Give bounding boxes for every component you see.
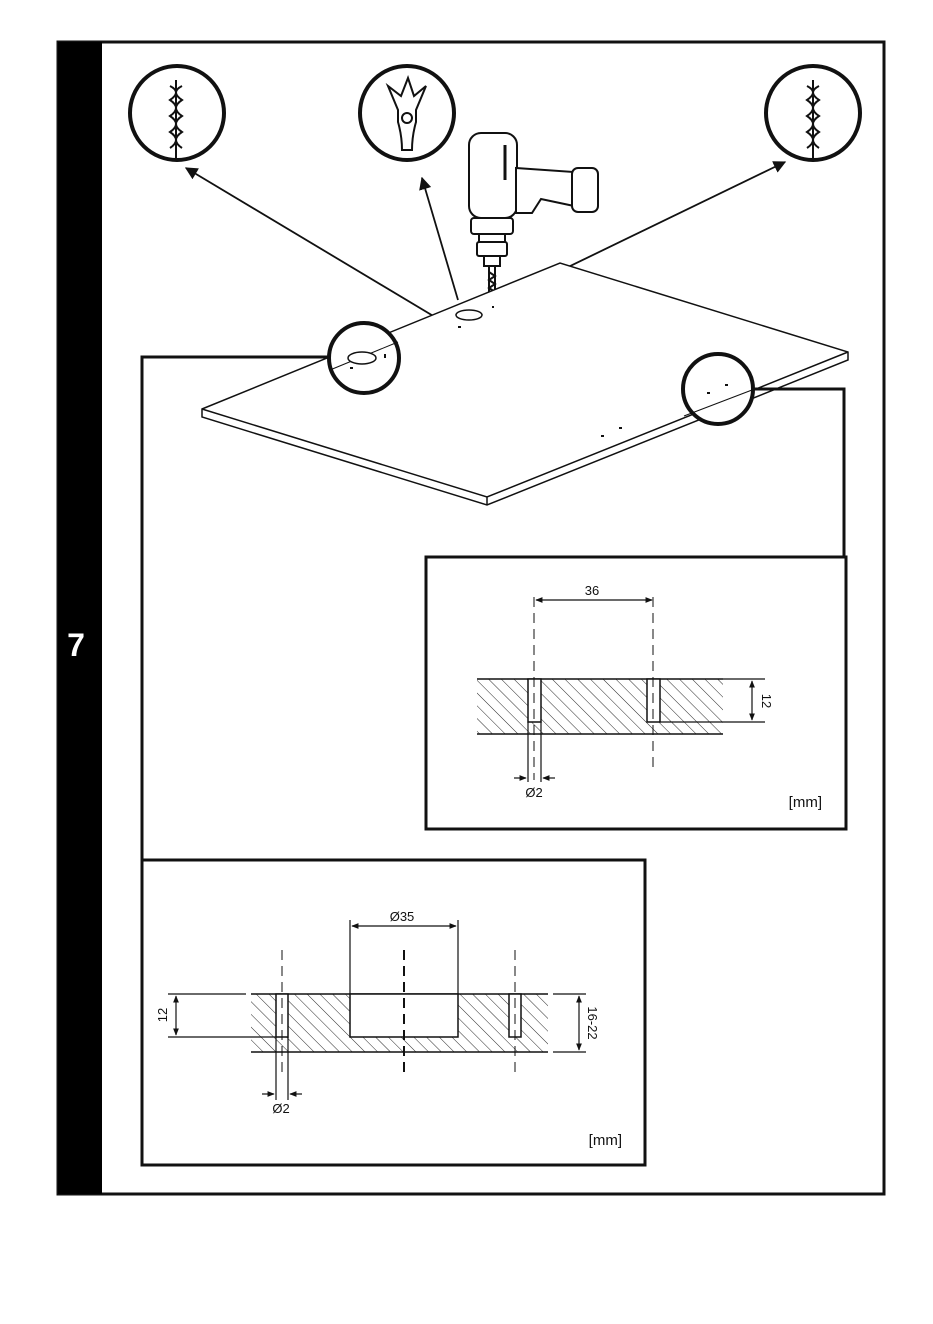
magnifier-left	[329, 323, 399, 393]
drill-bit-icon	[766, 66, 860, 160]
unit-label: [mm]	[589, 1132, 622, 1149]
detail-box-bottom: Ø35 12 16-22 Ø2 [mm]	[142, 860, 645, 1165]
dim-hole-diameter: Ø35	[390, 909, 415, 924]
dim-depth: 12	[759, 694, 774, 708]
detail-box-top: 36 12 Ø2 [mm]	[426, 557, 846, 829]
step-sidebar	[58, 42, 102, 1194]
drill-bit-icon	[130, 66, 224, 160]
dim-spacing: 36	[585, 583, 599, 598]
unit-label: [mm]	[789, 794, 822, 811]
dim-diameter: Ø2	[272, 1101, 289, 1116]
section-hatch	[477, 679, 723, 734]
step-number: 7	[67, 627, 85, 663]
dim-depth: 12	[155, 1008, 170, 1022]
dim-thickness: 16-22	[585, 1006, 600, 1039]
dim-diameter: Ø2	[525, 785, 542, 800]
magnifier-right	[683, 354, 753, 424]
spade-bit-icon	[360, 66, 454, 160]
